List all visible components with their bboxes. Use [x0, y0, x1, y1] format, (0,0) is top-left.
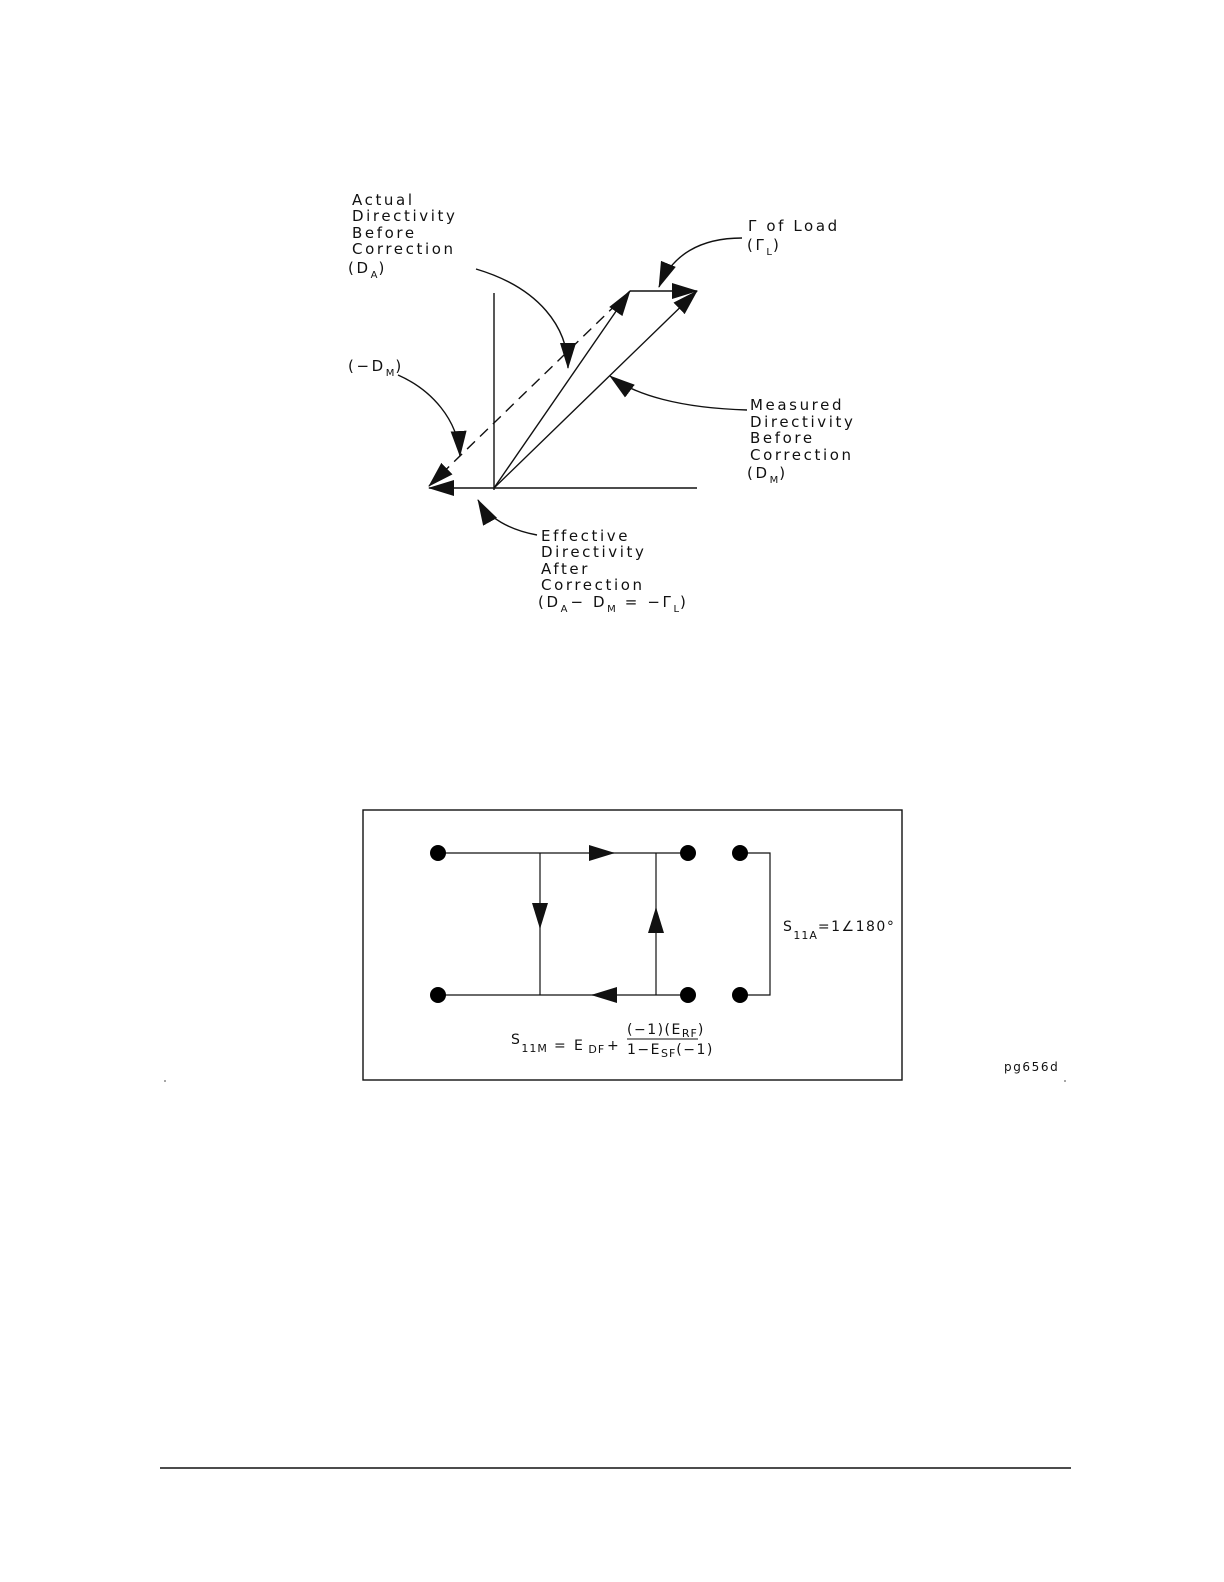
fraction-numerator: (−1)(ERF) — [627, 1022, 705, 1040]
effective-label-line-2: Directivity — [541, 543, 646, 561]
corner-dot-right — [1064, 1080, 1066, 1082]
corner-dot-left — [164, 1080, 166, 1082]
node-a1 — [430, 845, 446, 861]
plus-sign: + — [607, 1038, 620, 1054]
load-pointer-arrow — [659, 238, 742, 287]
s11a-label: S11A=1∠180° — [783, 919, 895, 942]
measured-directivity-vector — [494, 291, 697, 488]
measured-directivity-label: Measured Directivity Before Correction (… — [747, 396, 855, 486]
load-label-text: Γ of Load — [748, 217, 840, 235]
negative-dm-dashed-vector — [429, 291, 630, 486]
measured-label-line-1: Measured — [750, 396, 844, 414]
measured-pointer-arrow — [610, 376, 747, 410]
neg-dm-pointer-arrow — [398, 375, 460, 456]
node-load-bottom — [732, 987, 748, 1003]
measured-label-line-3: Before — [750, 429, 815, 447]
actual-label-line-4: Correction — [352, 240, 456, 258]
negative-dm-label: (−DM) — [348, 357, 404, 379]
actual-directivity-label: Actual Directivity Before Correction (DA… — [348, 191, 457, 281]
measured-symbol: (DM) — [747, 464, 788, 486]
s11m-lhs: S11M — [511, 1032, 548, 1055]
effective-pointer-arrow — [478, 500, 537, 535]
actual-label-line-2: Directivity — [352, 207, 457, 225]
effective-label-line-4: Correction — [541, 576, 645, 594]
actual-pointer-arrow — [476, 269, 568, 368]
node-b2 — [680, 845, 696, 861]
s11m-equals: = — [554, 1038, 567, 1054]
figure-id: pg656d — [1004, 1060, 1059, 1074]
node-a2 — [680, 987, 696, 1003]
node-load-top — [732, 845, 748, 861]
effective-formula: (DA− DM= −ΓL) — [538, 593, 688, 615]
load-gamma-label: Γ of Load (ΓL) — [747, 217, 840, 258]
actual-directivity-vector — [494, 291, 630, 488]
measured-label-line-4: Correction — [750, 446, 854, 464]
actual-symbol: (DA) — [348, 259, 387, 281]
fraction-denominator: 1−ESF(−1) — [627, 1042, 714, 1060]
effective-directivity-label: Effective Directivity After Correction (… — [538, 527, 688, 615]
vector-diagram — [398, 238, 747, 535]
node-b1 — [430, 987, 446, 1003]
load-termination-branch — [740, 853, 770, 995]
load-symbol: (ΓL) — [747, 236, 781, 258]
